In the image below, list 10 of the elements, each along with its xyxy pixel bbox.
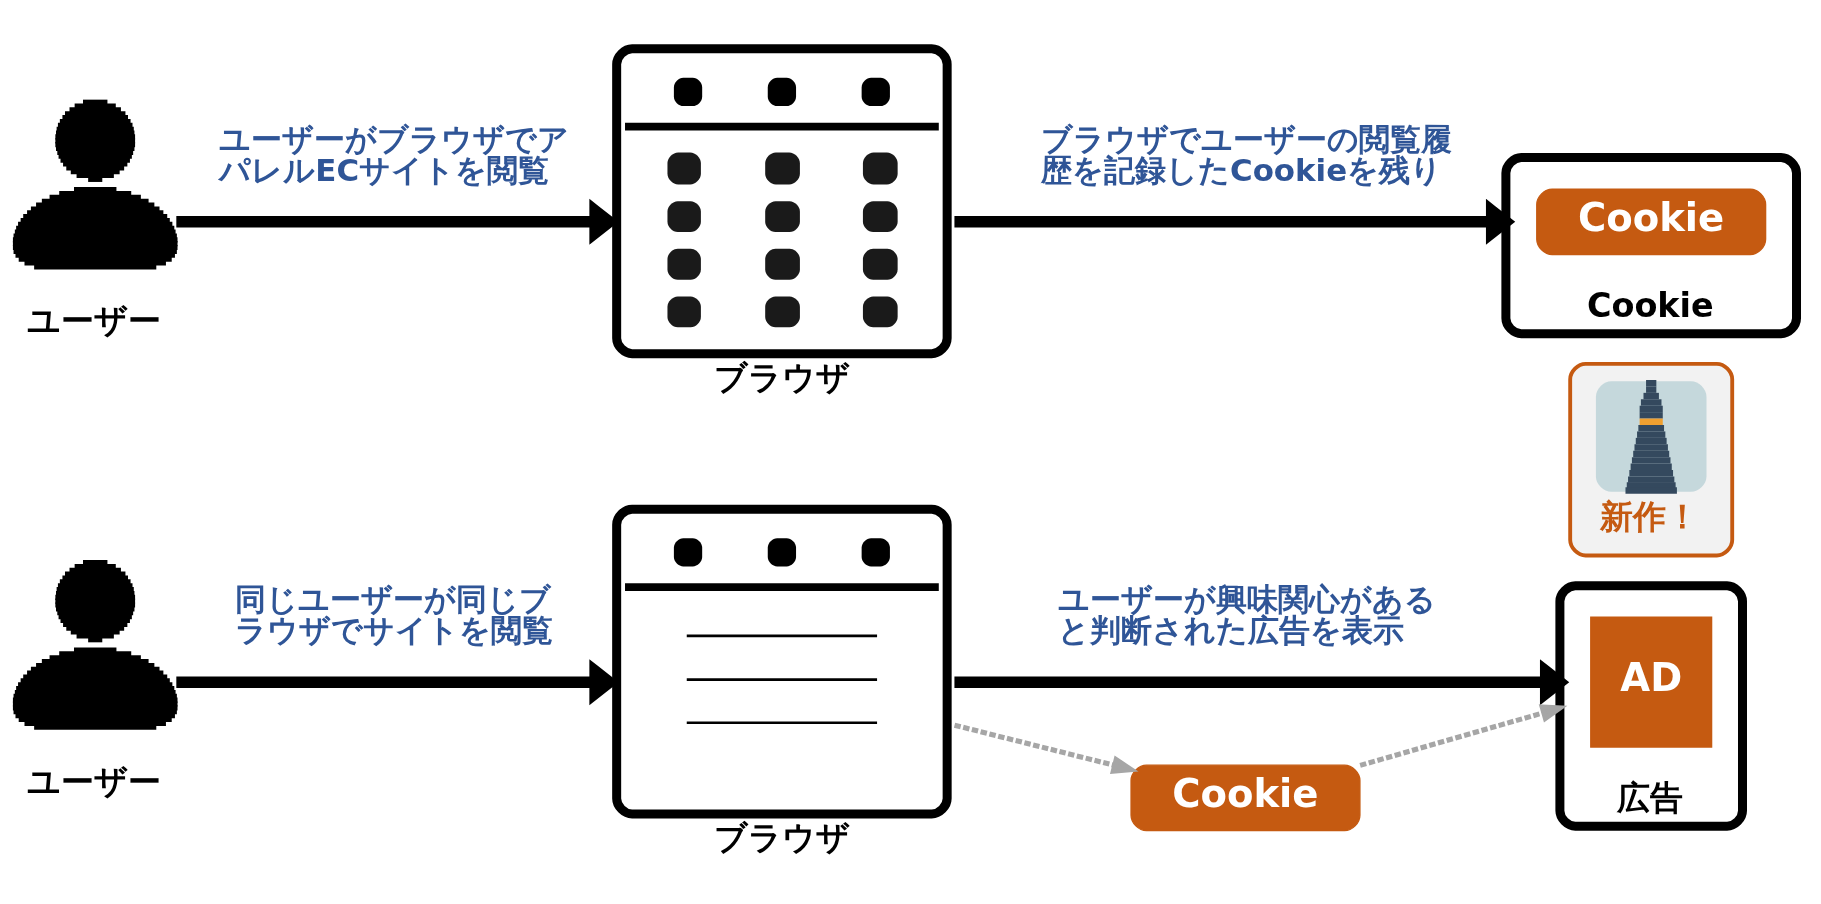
edge-label: 同じユーザーが同じブラウザでサイトを閲覧 [234, 581, 553, 649]
node-label: ブラウザ [713, 818, 850, 858]
node-label: ブラウザ [713, 357, 850, 397]
edge-label: ブラウザでユーザーの閲覧履歴を記録したCookieを残り [1041, 121, 1453, 188]
node-label: ユーザー [27, 761, 162, 801]
edge-label: ユーザーが興味関心があると判断された広告を表示 [1057, 581, 1436, 649]
edge-label: ユーザーがブラウザでアパレルECサイトを閲覧 [219, 121, 570, 188]
node-label: Cookie [1586, 285, 1714, 325]
node-label: ユーザー [27, 301, 162, 341]
node-label: 広告 [1617, 778, 1684, 818]
